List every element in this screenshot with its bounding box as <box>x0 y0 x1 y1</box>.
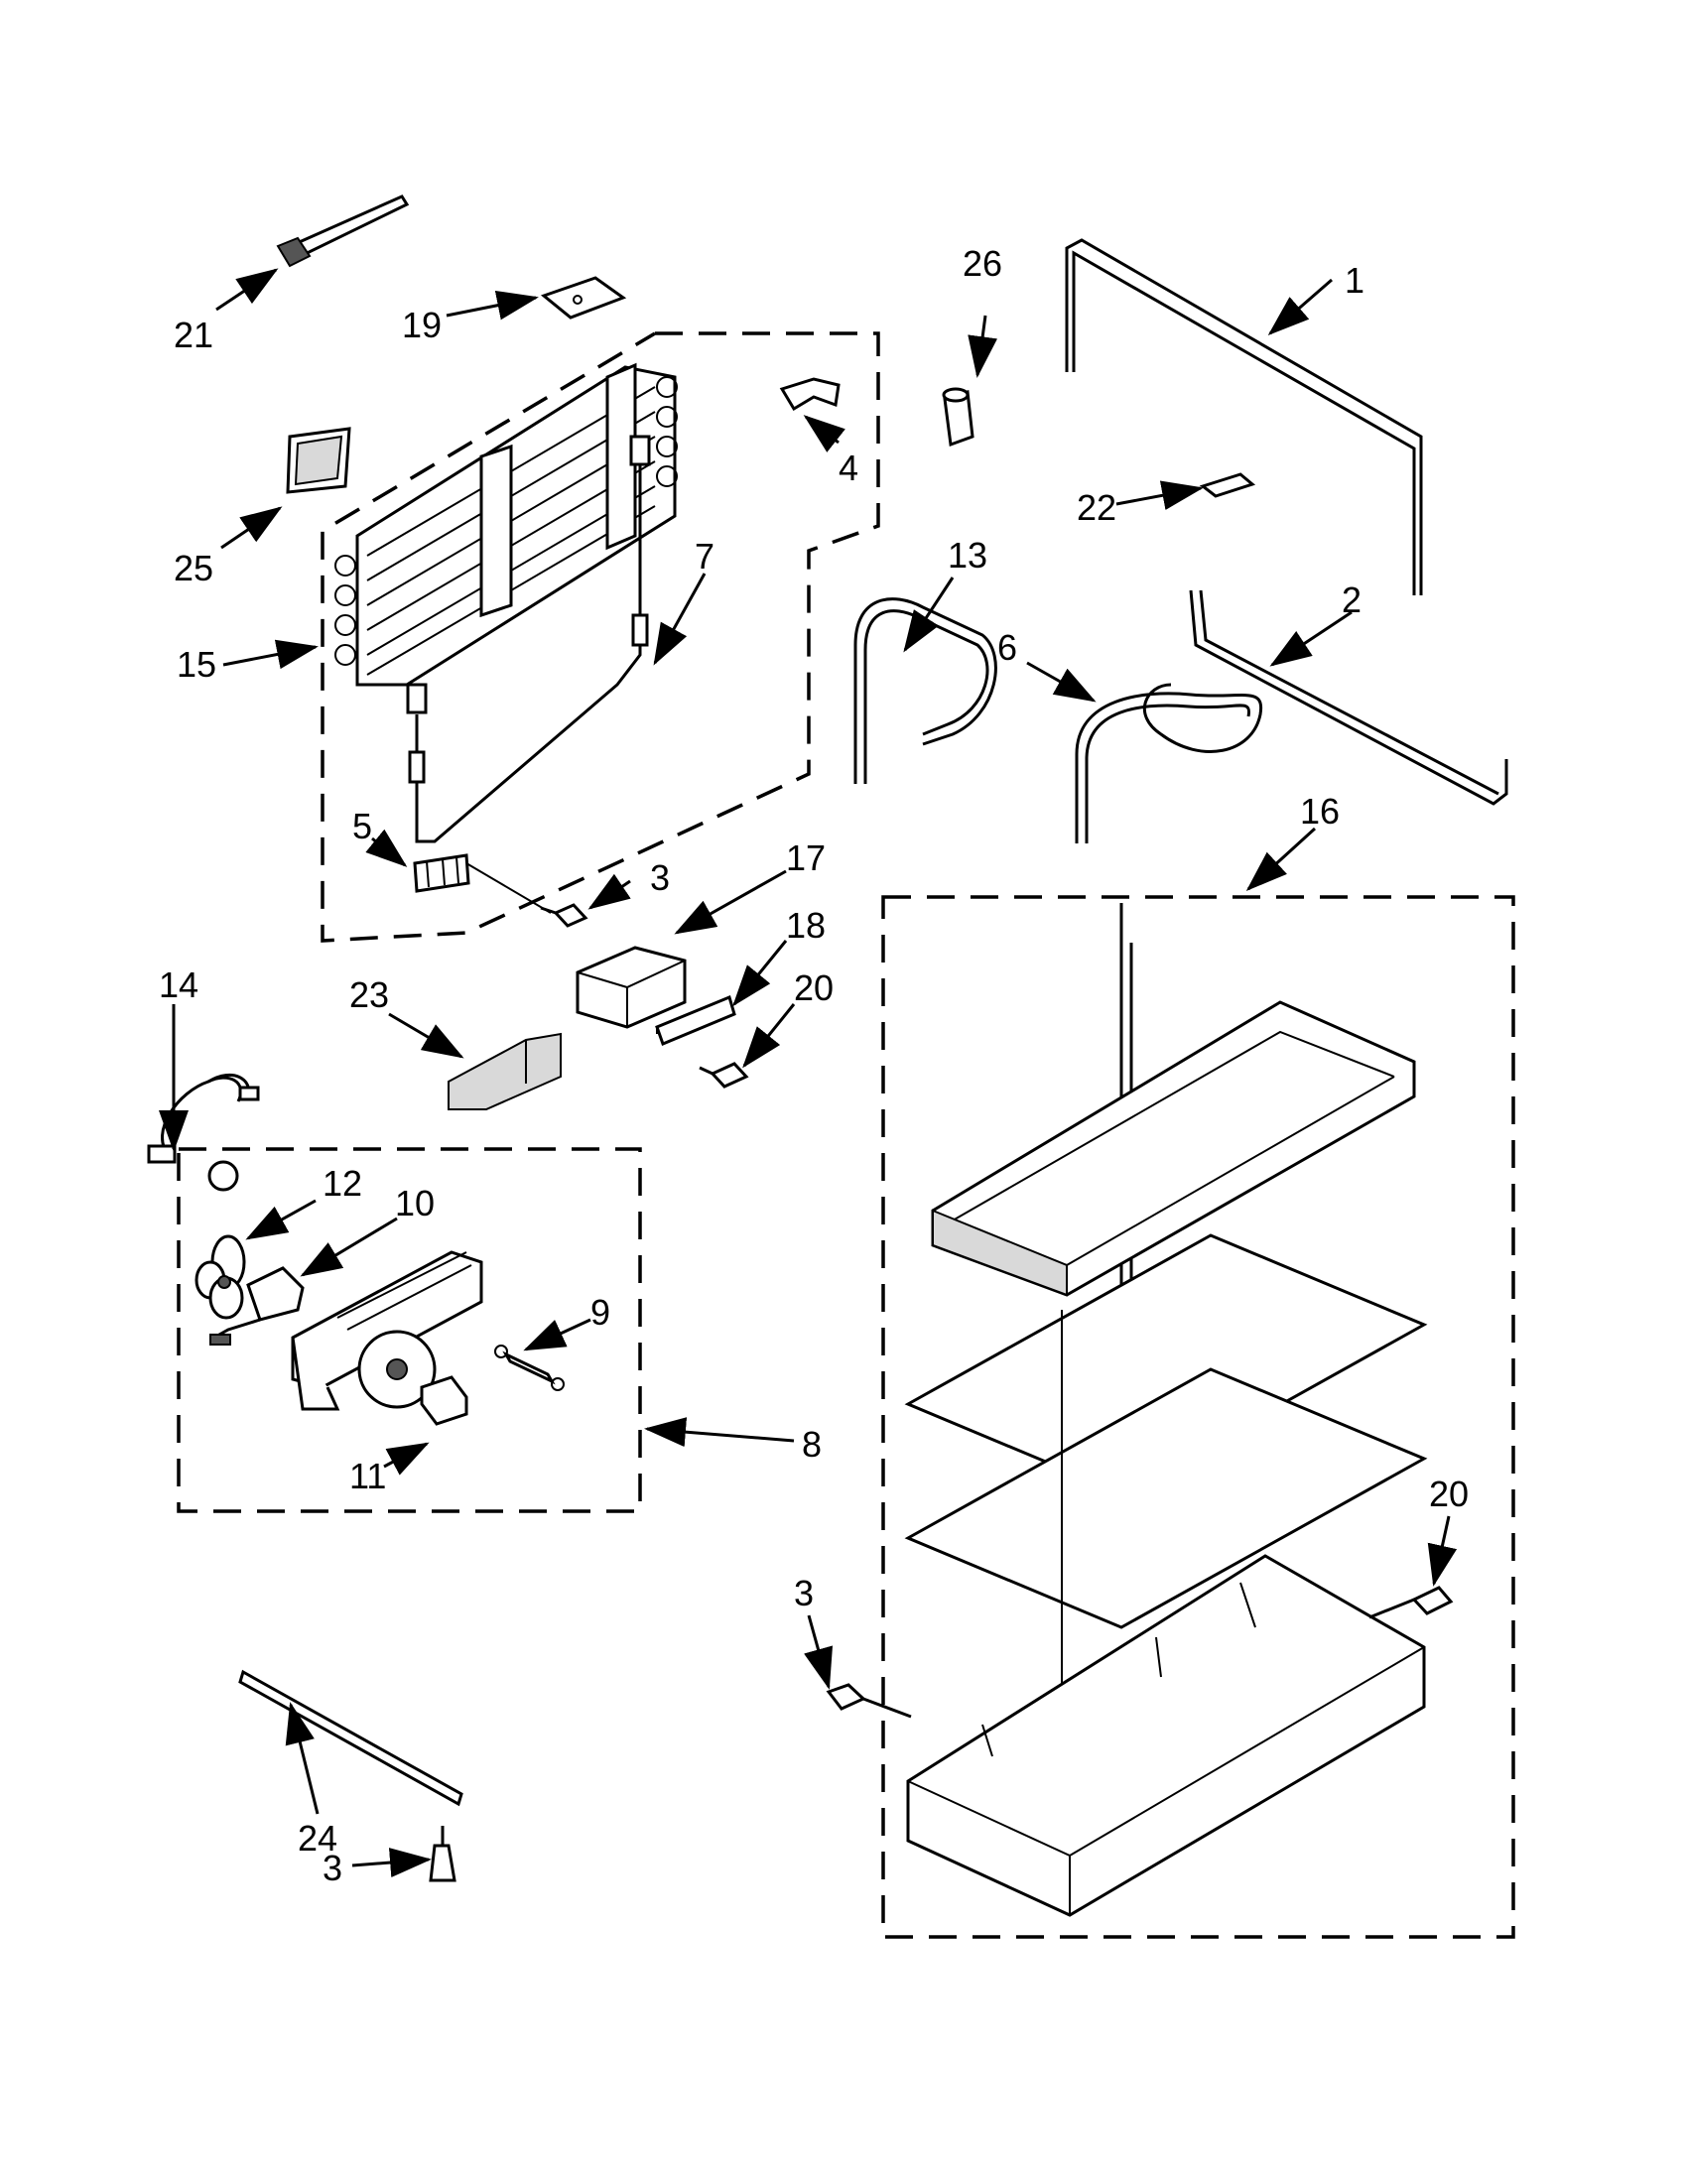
callout-12: 12 <box>323 1163 362 1204</box>
retainer-clip-part[interactable] <box>779 377 841 412</box>
callout-3-right: 3 <box>794 1573 814 1613</box>
fan-blade-part[interactable] <box>195 1234 246 1320</box>
callout-11: 11 <box>349 1456 386 1496</box>
callout-8: 8 <box>802 1424 822 1465</box>
tube-clip-part[interactable] <box>1199 472 1256 498</box>
fan-assembly-group-outline <box>177 1147 642 1513</box>
callout-5: 5 <box>352 806 372 846</box>
callout-24: 24 <box>298 1818 337 1859</box>
control-bracket-part[interactable] <box>576 946 687 1029</box>
callout-3-lower: 3 <box>323 1848 342 1888</box>
callout-17: 17 <box>786 837 826 878</box>
callout-21: 21 <box>174 315 213 355</box>
insulation-sheet-lower-part[interactable] <box>904 1367 1428 1629</box>
callout-19: 19 <box>402 305 442 345</box>
screw-part-upper-20[interactable] <box>699 1062 749 1089</box>
callout-22: 22 <box>1077 487 1116 528</box>
screw-part-lower-left[interactable] <box>429 1826 456 1882</box>
screw-part-right[interactable] <box>826 1683 912 1719</box>
callout-9: 9 <box>590 1292 610 1333</box>
callout-23: 23 <box>349 974 389 1015</box>
fan-strap-part[interactable] <box>494 1345 565 1391</box>
cable-tie-part[interactable] <box>276 194 410 268</box>
callout-10: 10 <box>395 1183 435 1223</box>
drain-pan-group-outline <box>881 895 1515 1939</box>
callout-18: 18 <box>786 905 826 946</box>
evaporator-group-outline <box>321 331 880 943</box>
foam-pad-part[interactable] <box>540 276 627 320</box>
tube-sleeve-part[interactable] <box>942 387 974 448</box>
heat-shield-part[interactable] <box>448 1032 562 1110</box>
heater-bracket-part[interactable] <box>413 853 470 893</box>
drain-pan-part[interactable] <box>931 903 1416 1300</box>
wire-harness-part[interactable] <box>147 1073 260 1192</box>
fan-motor-part[interactable] <box>209 1266 305 1346</box>
callout-6: 6 <box>997 627 1017 668</box>
drain-tube-part[interactable] <box>1189 589 1508 806</box>
insulation-pad-part[interactable] <box>286 427 351 494</box>
callout-2: 2 <box>1342 579 1362 620</box>
suction-tube-part[interactable] <box>1065 238 1423 595</box>
callout-20-upper: 20 <box>794 967 834 1008</box>
callout-1: 1 <box>1345 260 1364 301</box>
cover-plate-part[interactable] <box>655 994 736 1046</box>
callout-14: 14 <box>159 964 198 1005</box>
leader-arrows <box>159 268 1458 1877</box>
callout-3-upper: 3 <box>650 857 670 898</box>
callout-25: 25 <box>174 548 213 588</box>
motor-clip-part[interactable] <box>420 1375 468 1426</box>
callout-4: 4 <box>839 448 858 488</box>
callout-20-right: 20 <box>1429 1474 1469 1514</box>
brace-part[interactable] <box>238 1669 463 1807</box>
callout-15: 15 <box>177 644 216 685</box>
pan-tray-part[interactable] <box>906 1554 1426 1917</box>
callout-7: 7 <box>695 536 714 577</box>
screw-part-right-20[interactable] <box>1368 1586 1454 1619</box>
callout-13: 13 <box>948 535 987 576</box>
callout-16: 16 <box>1300 791 1340 832</box>
flex-tube-part[interactable] <box>1075 683 1263 843</box>
water-tube-part[interactable] <box>853 597 997 784</box>
fan-housing-part[interactable] <box>291 1250 483 1411</box>
evaporator-coil-part[interactable] <box>334 362 678 687</box>
screw-part-upper[interactable] <box>540 903 588 928</box>
callout-26: 26 <box>963 243 1002 284</box>
defrost-heater-part[interactable] <box>406 435 651 843</box>
